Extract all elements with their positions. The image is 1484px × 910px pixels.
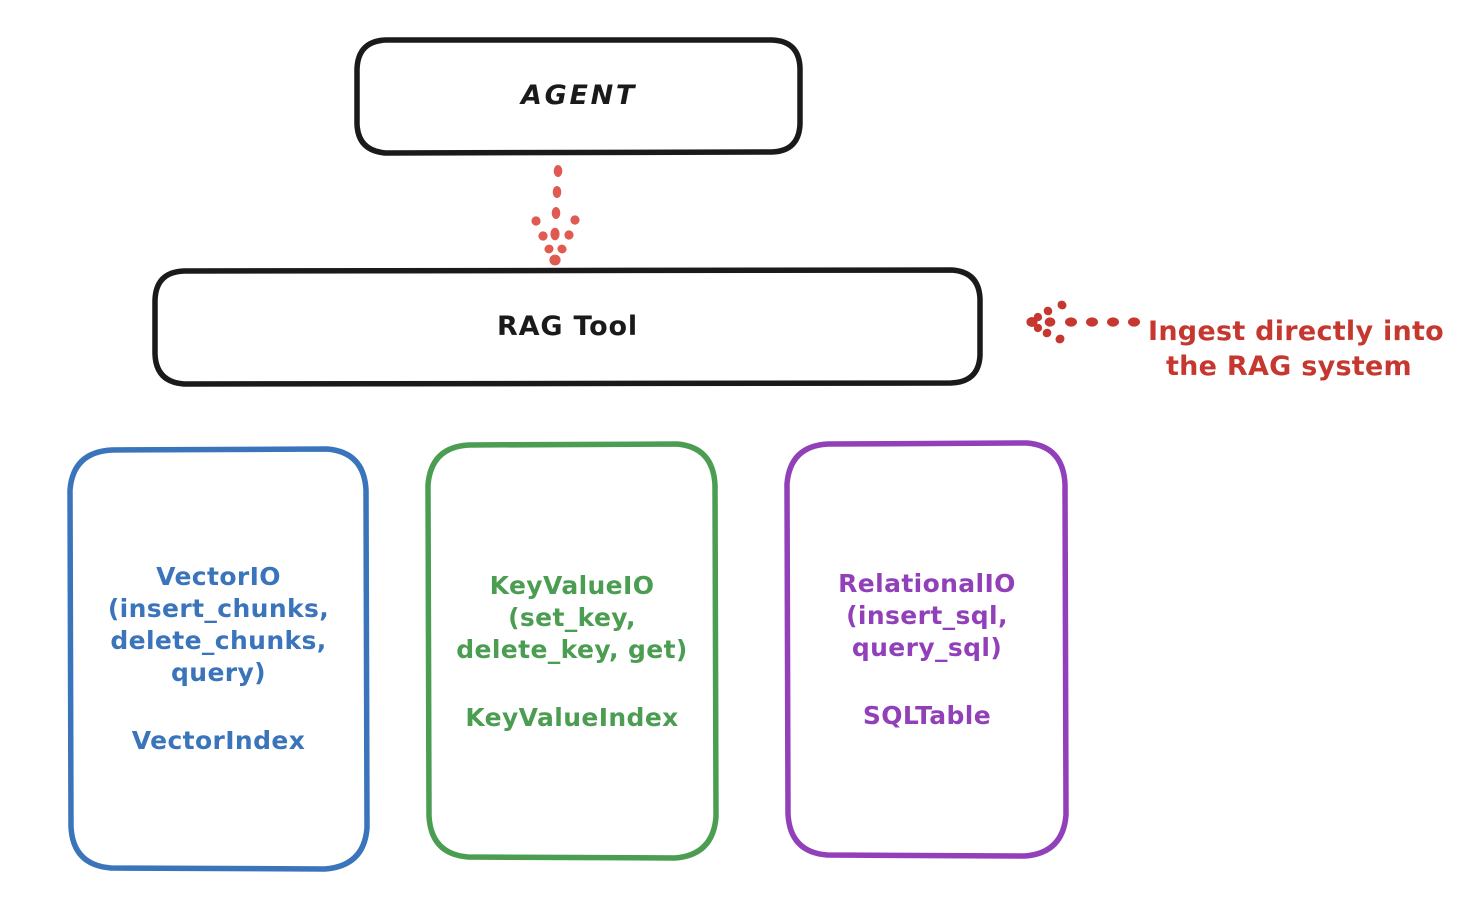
vector-store-index-label: VectorIndex [131, 726, 306, 755]
rag-tool-box-outline [152, 267, 983, 387]
ingest-annotation-line-2: the RAG system [1166, 351, 1412, 383]
ingest-annotation-line-1: Ingest directly into [1148, 315, 1444, 347]
relational-store-node[interactable]: RelationalIO (insert_sql, query_sql) SQL… [788, 443, 1066, 857]
agent-node[interactable]: AGENT [357, 39, 801, 153]
keyvalue-store-index-label: KeyValueIndex [465, 702, 679, 732]
vector-store-box-outline [67, 446, 370, 872]
keyvalue-store-api-label: KeyValueIO (set_key, delete_key, get) [456, 570, 688, 664]
annotation-to-rag-arrow [1026, 300, 1140, 344]
vector-store-node[interactable]: VectorIO (insert_chunks, delete_chunks, … [70, 448, 367, 870]
agent-label: AGENT [520, 80, 637, 112]
relational-store-box-outline [784, 440, 1069, 859]
keyvalue-store-node[interactable]: KeyValueIO (set_key, delete_key, get) Ke… [428, 444, 716, 859]
rag-tool-label: RAG Tool [497, 311, 638, 343]
keyvalue-store-box-outline [425, 441, 719, 861]
vector-store-api-label: VectorIO (insert_chunks, delete_chunks, … [107, 562, 330, 687]
relational-store-api-label: RelationalIO (insert_sql, query_sql) [838, 569, 1016, 662]
agent-box-outline [354, 37, 803, 156]
rag-tool-node[interactable]: RAG Tool [154, 270, 981, 384]
relational-store-index-label: SQLTable [862, 701, 992, 730]
agent-to-rag-arrow [531, 165, 580, 266]
ingest-annotation: Ingest directly into the RAG system [1148, 278, 1478, 421]
